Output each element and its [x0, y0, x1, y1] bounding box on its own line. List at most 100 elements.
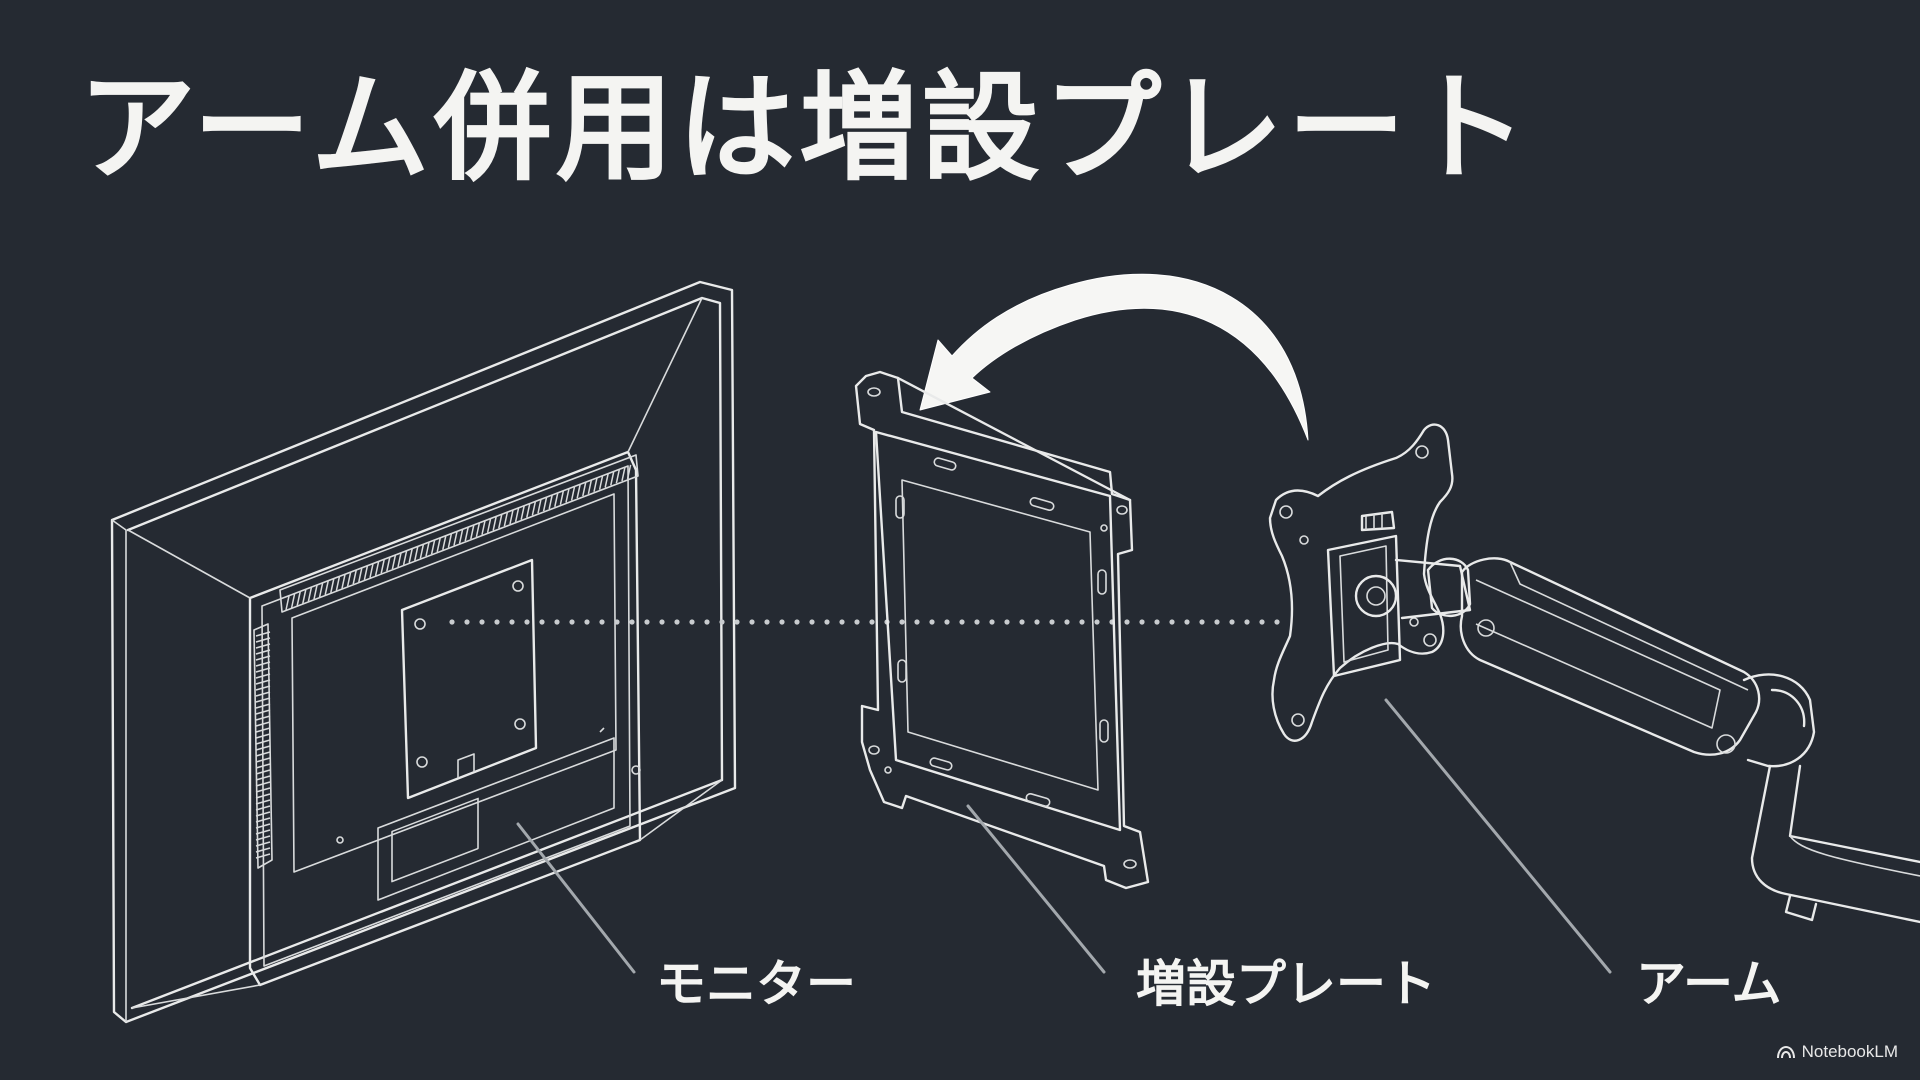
alignment-dot: [1034, 619, 1040, 625]
vent-slit: [509, 509, 514, 525]
alignment-dot: [794, 619, 800, 625]
vent-slit: [570, 486, 576, 501]
vent-slit: [626, 464, 632, 480]
brand-name: NotebookLM: [1801, 1042, 1898, 1061]
vent-slit: [621, 466, 626, 482]
alignment-dot: [809, 619, 815, 625]
vent-slit: [255, 769, 271, 775]
alignment-dot: [1169, 619, 1175, 625]
alignment-dot: [599, 619, 605, 625]
vent-slit: [255, 763, 271, 769]
vent-slit: [255, 679, 271, 685]
arm-label: アーム: [1636, 955, 1782, 1013]
vent-slit: [255, 757, 271, 763]
vent-slit: [492, 516, 497, 531]
vent-slit: [255, 853, 271, 859]
vent-slit: [548, 494, 553, 510]
vent-slit: [402, 550, 408, 566]
vent-slit: [255, 829, 271, 835]
vent-slit: [526, 503, 531, 518]
vent-slit: [414, 546, 419, 561]
alignment-dot: [674, 619, 680, 625]
vent-slit: [380, 559, 385, 574]
vent-slit: [255, 793, 271, 799]
vent-slit: [576, 484, 581, 499]
vent-slit: [464, 527, 469, 542]
alignment-dot: [494, 619, 500, 625]
alignment-dotted-line: [449, 619, 1280, 625]
alignment-dot: [779, 619, 785, 625]
vent-slit: [255, 811, 271, 817]
vent-slit: [255, 643, 271, 649]
vent-slit: [285, 595, 290, 611]
vent-slit: [255, 823, 271, 829]
vent-slit: [255, 787, 271, 793]
monitor-arm-illustration: [1268, 423, 1920, 924]
vent-slit: [458, 529, 464, 544]
alignment-dot: [644, 619, 650, 625]
vent-slit: [615, 468, 621, 484]
vent-slit: [470, 524, 475, 540]
vent-slit: [481, 520, 486, 535]
alignment-dot: [1064, 619, 1070, 625]
extension-plate-illustration: [854, 370, 1150, 890]
monitor-top-vents: [285, 464, 632, 611]
vent-slit: [554, 492, 559, 507]
alignment-dot: [479, 619, 485, 625]
alignment-dot: [449, 619, 455, 625]
vent-slit: [255, 655, 271, 661]
alignment-dot: [1004, 619, 1010, 625]
vent-slit: [330, 578, 335, 593]
vent-slit: [255, 673, 271, 679]
alignment-dot: [1214, 619, 1220, 625]
branding: NotebookLM: [1776, 1042, 1898, 1062]
alignment-dot: [614, 619, 620, 625]
alignment-dot: [554, 619, 560, 625]
vent-slit: [255, 781, 271, 787]
alignment-dot: [1184, 619, 1190, 625]
vent-slit: [442, 535, 447, 550]
vent-slit: [255, 817, 271, 823]
vent-slit: [475, 522, 481, 538]
vent-slit: [255, 739, 271, 745]
vent-slit: [542, 496, 548, 512]
alignment-dot: [539, 619, 545, 625]
notebooklm-logo-icon: [1776, 1045, 1795, 1059]
vent-slit: [386, 557, 391, 572]
alignment-dot: [899, 619, 905, 625]
vent-slit: [255, 847, 271, 853]
alignment-dot: [839, 619, 845, 625]
vent-slit: [486, 518, 492, 533]
alignment-dot: [659, 619, 665, 625]
vent-slit: [447, 533, 453, 548]
vent-slit: [307, 587, 313, 602]
alignment-dot: [464, 619, 470, 625]
monitor-vesa-plate: [400, 558, 538, 800]
vent-slit: [255, 661, 271, 667]
vent-slit: [352, 570, 357, 585]
vent-slit: [255, 805, 271, 811]
alignment-dot: [764, 619, 770, 625]
alignment-dot: [1154, 619, 1160, 625]
vent-slit: [341, 574, 346, 589]
vent-slit: [255, 799, 271, 805]
vent-slit: [587, 479, 593, 495]
monitor-illustration: [110, 280, 737, 1024]
vent-slit: [397, 552, 402, 568]
leader-lines: [516, 698, 1612, 974]
vent-slit: [255, 751, 271, 757]
alignment-dot: [1259, 619, 1265, 625]
monitor-label: モニター: [656, 955, 856, 1013]
vent-slit: [391, 554, 397, 570]
vent-slit: [255, 685, 271, 691]
alignment-dot: [1199, 619, 1205, 625]
vent-slit: [559, 490, 565, 505]
vent-slit: [369, 563, 374, 578]
vent-slit: [498, 514, 503, 529]
vent-slit: [358, 567, 363, 583]
vent-slit: [537, 499, 542, 514]
alignment-dot: [869, 619, 875, 625]
alignment-dot: [1079, 619, 1085, 625]
alignment-dot: [824, 619, 830, 625]
